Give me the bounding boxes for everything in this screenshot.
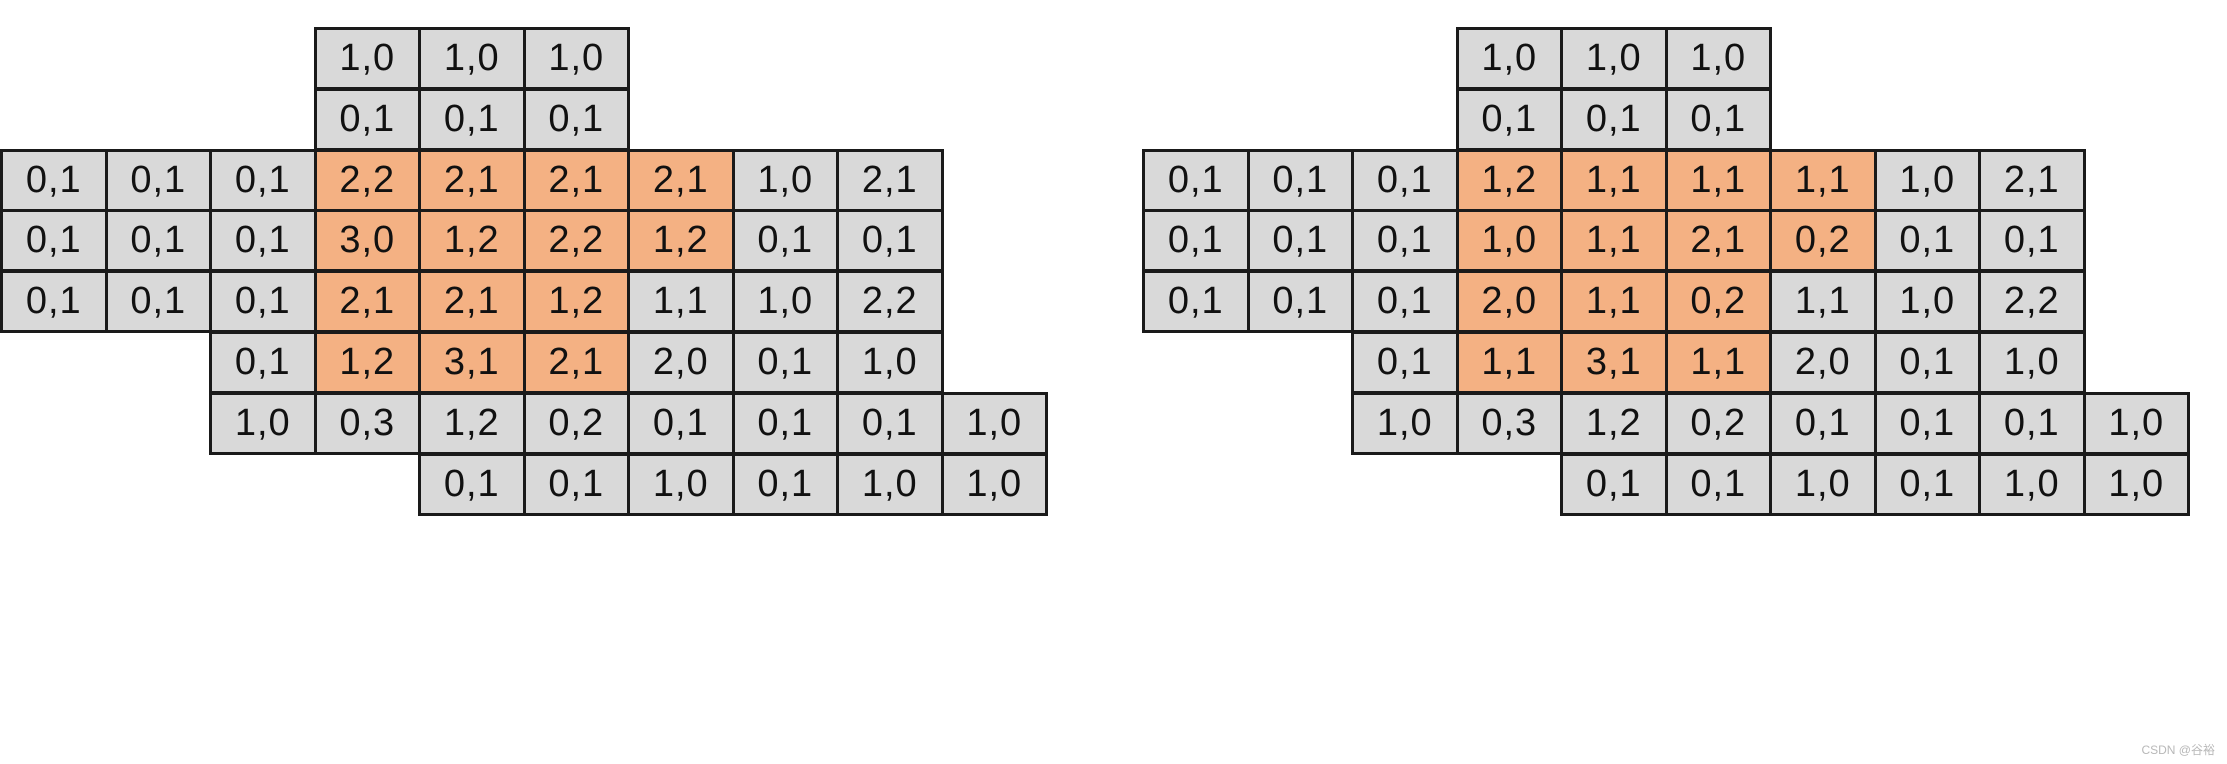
grid-cell: 0,1 <box>1978 391 2086 455</box>
grid-cell: 0,1 <box>1142 270 1250 334</box>
grid-cell: 1,1 <box>1664 148 1772 212</box>
grid-cell: 0,3 <box>1455 391 1563 455</box>
grid-cell: 2,1 <box>1664 209 1772 273</box>
grid-cell: 1,0 <box>940 391 1048 455</box>
watermark-text: CSDN @谷裕 <box>2141 743 2215 757</box>
grid-cell: 0,1 <box>1664 452 1772 516</box>
grid-cell: 2,1 <box>418 270 526 334</box>
grid-cell: 1,0 <box>209 391 317 455</box>
grid-cell: 0,1 <box>209 148 317 212</box>
grid-cell: 1,0 <box>1455 209 1563 273</box>
grid-cell: 2,0 <box>1769 331 1877 394</box>
grid-cell: 2,1 <box>522 331 630 394</box>
grid-cell: 1,0 <box>2082 391 2190 455</box>
grid-cell: 0,2 <box>1664 391 1772 455</box>
grid-cell: 0,1 <box>731 452 839 516</box>
grid-cell: 0,1 <box>1873 391 1981 455</box>
grid-cell: 1,0 <box>1978 452 2086 516</box>
grid-cell: 1,0 <box>313 27 421 90</box>
grid-cell: 1,2 <box>627 209 735 273</box>
grid-cell: 1,1 <box>1560 209 1668 273</box>
grid-cell: 0,1 <box>1769 391 1877 455</box>
grid-cell: 1,2 <box>522 270 630 334</box>
grid-cell: 2,2 <box>1978 270 2086 334</box>
grid-cell: 0,1 <box>522 87 630 151</box>
grid-cell: 0,1 <box>104 209 212 273</box>
grid-cell: 1,1 <box>1769 270 1877 334</box>
grid-cell: 1,0 <box>1978 331 2086 394</box>
grid-cell: 1,0 <box>1873 148 1981 212</box>
grid-cell: 0,3 <box>313 391 421 455</box>
grid-cell: 0,1 <box>1873 452 1981 516</box>
grid-cell: 2,1 <box>1978 148 2086 212</box>
grid-cell: 0,1 <box>1455 87 1563 151</box>
grid-cell: 2,1 <box>313 270 421 334</box>
grid-cell: 0,1 <box>1351 270 1459 334</box>
grid-cell: 1,0 <box>2082 452 2190 516</box>
grid-cell: 0,2 <box>1664 270 1772 334</box>
grid-cell: 1,2 <box>1560 391 1668 455</box>
grid-cell: 1,0 <box>836 452 944 516</box>
grid-cell: 0,1 <box>1873 209 1981 273</box>
grid-cell: 0,1 <box>1664 87 1772 151</box>
grid-cell: 1,1 <box>1664 331 1772 394</box>
grid-cell: 0,1 <box>1351 148 1459 212</box>
grid-cell: 3,0 <box>313 209 421 273</box>
grid-cell: 0,1 <box>104 270 212 334</box>
grid-cell: 2,2 <box>522 209 630 273</box>
grid-cell: 0,1 <box>1246 209 1354 273</box>
grid-cell: 2,2 <box>313 148 421 212</box>
grid-cell: 0,1 <box>836 391 944 455</box>
grid-cell: 1,1 <box>1769 148 1877 212</box>
grid-cell: 1,1 <box>1455 331 1563 394</box>
grid-cell: 1,0 <box>1455 27 1563 90</box>
grid-cell: 2,0 <box>627 331 735 394</box>
grid-cell: 1,0 <box>1769 452 1877 516</box>
grid-cell: 1,0 <box>522 27 630 90</box>
grid-cell: 0,1 <box>1560 87 1668 151</box>
grid-cell: 0,1 <box>522 452 630 516</box>
grid-cell: 0,1 <box>1246 148 1354 212</box>
grid-cell: 0,1 <box>0 148 108 212</box>
grid-cell: 0,1 <box>1351 209 1459 273</box>
grid-cell: 1,1 <box>1560 148 1668 212</box>
grid-cell: 1,1 <box>627 270 735 334</box>
grid-cell: 0,1 <box>1978 209 2086 273</box>
grid-cell: 2,2 <box>836 270 944 334</box>
grid-cell: 1,0 <box>1873 270 1981 334</box>
grid-cell: 0,1 <box>1246 270 1354 334</box>
grid-cell: 0,1 <box>418 452 526 516</box>
grid-cell: 0,1 <box>1142 209 1250 273</box>
grid-cell: 0,1 <box>1142 148 1250 212</box>
grid-cell: 0,2 <box>1769 209 1877 273</box>
grid-cell: 1,0 <box>627 452 735 516</box>
grid-cell: 0,1 <box>418 87 526 151</box>
grid-cell: 0,1 <box>1873 331 1981 394</box>
grid-cell: 0,1 <box>1351 331 1459 394</box>
grid-cell: 2,0 <box>1455 270 1563 334</box>
grid-cell: 1,0 <box>1351 391 1459 455</box>
grid-cell: 0,1 <box>209 270 317 334</box>
grid-cell: 0,1 <box>209 209 317 273</box>
grid-cell: 0,1 <box>1560 452 1668 516</box>
grid-cell: 1,1 <box>1560 270 1668 334</box>
grid-cell: 1,0 <box>731 270 839 334</box>
grid-cell: 1,0 <box>940 452 1048 516</box>
grid-cell: 1,0 <box>1560 27 1668 90</box>
grid-cell: 1,0 <box>1664 27 1772 90</box>
grid-cell: 3,1 <box>1560 331 1668 394</box>
grid-cell: 0,1 <box>0 270 108 334</box>
grid-cell: 0,1 <box>731 391 839 455</box>
grid-cell: 1,2 <box>1455 148 1563 212</box>
grid-cell: 0,1 <box>313 87 421 151</box>
grid-cell: 2,1 <box>836 148 944 212</box>
grid-cell: 0,1 <box>836 209 944 273</box>
grid-cell: 0,1 <box>104 148 212 212</box>
